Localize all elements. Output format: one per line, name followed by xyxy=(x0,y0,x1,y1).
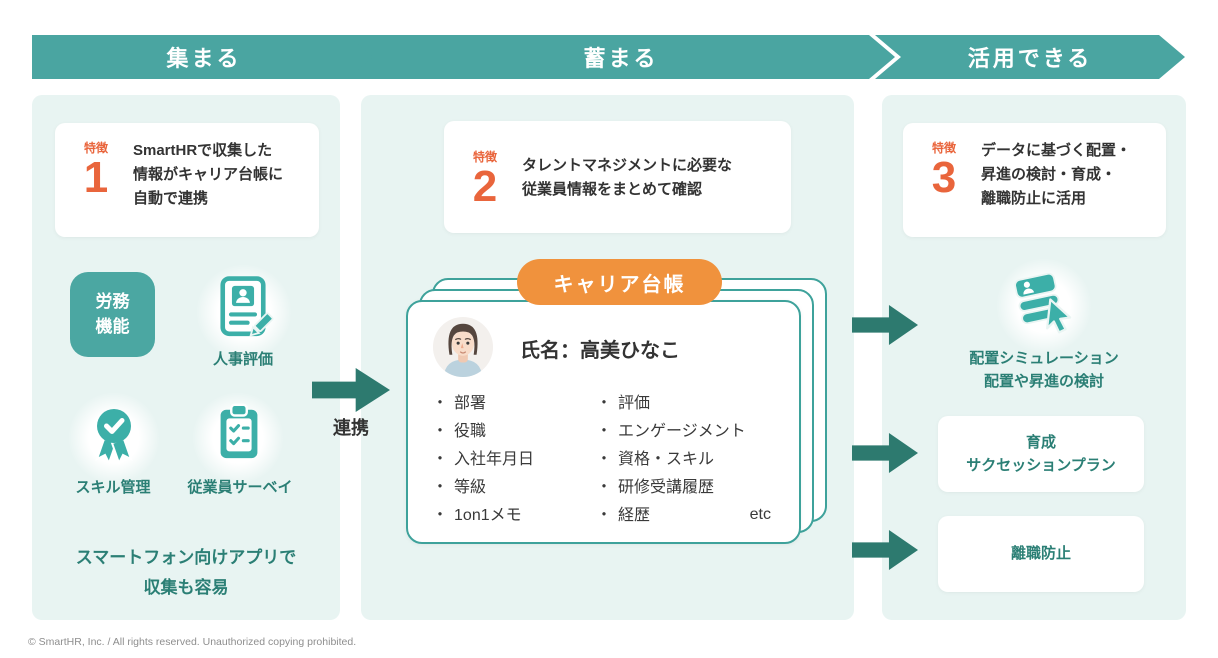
hr-evaluation-label: 人事評価 xyxy=(212,351,273,368)
feature-line: SmartHRで収集した xyxy=(133,142,273,159)
feature-number: 2 xyxy=(472,161,498,211)
field-item: ・評価 xyxy=(596,395,651,412)
skill-management-label: スキル管理 xyxy=(75,479,151,496)
turnover-prevention-label: 離職防止 xyxy=(1010,545,1071,563)
employee-survey-label: 従業員サーベイ xyxy=(187,479,293,496)
feature-line: 従業員情報をまとめて確認 xyxy=(522,181,703,198)
feature-line: 情報がキャリア台帳に xyxy=(133,166,284,183)
feature-description: SmartHRで収集した 情報がキャリア台帳に 自動で連携 xyxy=(133,137,283,223)
turnover-prevention-box: 離職防止 xyxy=(938,516,1144,592)
employee-survey-icon xyxy=(208,398,270,469)
feature-card-1: 特徴 1 SmartHRで収集した 情報がキャリア台帳に 自動で連携 xyxy=(55,123,319,237)
labor-function-line: 機能 xyxy=(95,316,130,336)
field-item: ・研修受講履歴 xyxy=(596,479,715,496)
feature-number-block: 特徴 1 xyxy=(71,137,121,223)
placement-simulation-icon xyxy=(1008,266,1080,347)
feature-card-3: 特徴 3 データに基づく配置・ 昇進の検討・育成・ 離職防止に活用 xyxy=(903,123,1166,237)
smartphone-note-line: 収集も容易 xyxy=(143,577,229,597)
feature-tag: 特徴 xyxy=(83,141,108,155)
copyright-text: © SmartHR, Inc. / All rights reserved. U… xyxy=(28,636,357,648)
field-list-right: ・評価 ・エンゲージメント ・資格・スキル ・研修受講履歴 ・経歴 xyxy=(596,390,746,530)
labor-function-box: 労務 機能 xyxy=(70,272,155,357)
feature-number: 3 xyxy=(931,153,957,202)
development-box: 育成 サクセッションプラン xyxy=(938,416,1144,492)
field-item: ・経歴 xyxy=(596,507,651,524)
placement-simulation-line: 配置シミュレーション xyxy=(969,350,1119,367)
feature-description: タレントマネジメントに必要な 従業員情報をまとめて確認 xyxy=(522,152,732,202)
hr-evaluation-icon xyxy=(208,270,278,351)
field-item: ・部署 xyxy=(432,395,487,412)
step-banner-label: 集まる xyxy=(166,46,242,71)
skill-management-icon xyxy=(82,400,146,471)
field-list-left: ・部署 ・役職 ・入社年月日 ・等級 ・1on1メモ xyxy=(432,390,534,530)
step-banner-accumulate: 蓄まる xyxy=(347,35,895,79)
feature-line: タレントマネジメントに必要な xyxy=(522,157,733,174)
feature-line: 離職防止に活用 xyxy=(981,190,1087,207)
employee-avatar xyxy=(432,316,494,378)
placement-simulation-line: 配置や昇進の検討 xyxy=(983,373,1104,391)
field-item: ・入社年月日 xyxy=(432,451,535,468)
smartphone-note: スマートフォン向けアプリで 収集も容易 xyxy=(40,543,332,603)
labor-function-line: 労務 xyxy=(95,291,130,311)
link-arrow-label: 連携 xyxy=(333,418,369,438)
feature-tag: 特徴 xyxy=(931,141,956,155)
field-item: ・エンゲージメント xyxy=(596,423,746,440)
step-banner-gather: 集まる xyxy=(32,35,376,79)
feature-number-block: 特徴 2 xyxy=(460,146,510,209)
step-banner-label: 活用できる xyxy=(967,46,1093,71)
development-line: サクセッションプラン xyxy=(966,457,1116,474)
feature-line: 昇進の検討・育成・ xyxy=(981,166,1117,183)
feature-card-2: 特徴 2 タレントマネジメントに必要な 従業員情報をまとめて確認 xyxy=(444,121,791,233)
smartphone-note-line: スマートフォン向けアプリで xyxy=(75,548,297,567)
employee-card: 氏名：高美ひなこ ・部署 ・役職 ・入社年月日 ・等級 ・1on1メモ ・評価 … xyxy=(406,300,801,544)
field-item: ・1on1メモ xyxy=(432,507,522,524)
placement-simulation-label: 配置シミュレーション 配置や昇進の検討 xyxy=(930,347,1158,394)
field-item: ・資格・スキル xyxy=(596,451,715,468)
feature-line: データに基づく配置・ xyxy=(981,142,1132,159)
feature-line: 自動で連携 xyxy=(133,190,209,207)
development-line: 育成 xyxy=(1025,433,1056,451)
employee-name: 氏名：高美ひなこ xyxy=(520,340,680,362)
step-banner-label: 蓄まる xyxy=(583,46,659,71)
career-ledger-badge: キャリア台帳 xyxy=(517,259,722,305)
etc-label: etc xyxy=(749,506,771,523)
feature-description: データに基づく配置・ 昇進の検討・育成・ 離職防止に活用 xyxy=(981,137,1131,223)
field-item: ・役職 xyxy=(432,423,487,440)
field-item: ・等級 xyxy=(432,479,487,496)
feature-number-block: 特徴 3 xyxy=(919,137,969,223)
step-banner-utilize: 活用できる xyxy=(875,35,1185,79)
feature-tag: 特徴 xyxy=(472,149,497,164)
feature-number: 1 xyxy=(83,153,109,202)
